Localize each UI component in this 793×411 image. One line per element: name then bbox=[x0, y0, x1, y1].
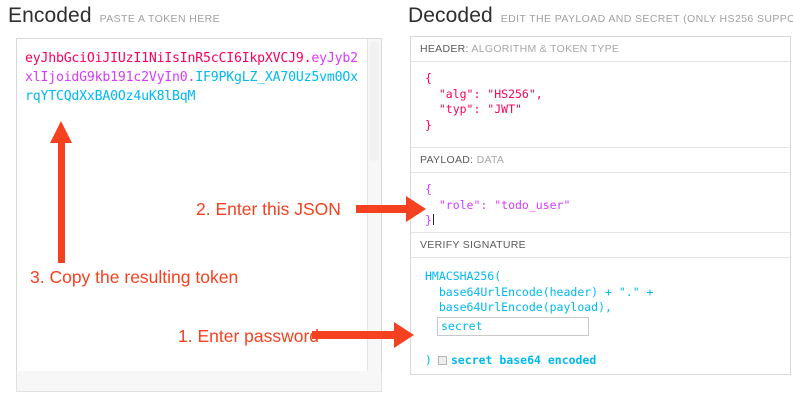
hmac-line-1: HMACSHA256( bbox=[425, 269, 502, 283]
text-caret bbox=[432, 214, 434, 225]
encoded-token-text[interactable]: eyJhbGciOiJIUzI1NiIsInR5cCI6IkpXVCJ9.eyJ… bbox=[25, 49, 359, 106]
annotation-3-text: 3. Copy the resulting token bbox=[30, 267, 239, 287]
token-separator-1: . bbox=[303, 51, 312, 66]
signature-label-bold: VERIFY SIGNATURE bbox=[420, 239, 526, 251]
header-section: HEADER: ALGORITHM & TOKEN TYPE { "alg": … bbox=[411, 37, 790, 148]
header-section-label: HEADER: ALGORITHM & TOKEN TYPE bbox=[411, 37, 790, 62]
signature-section: VERIFY SIGNATURE HMACSHA256( base64UrlEn… bbox=[411, 233, 790, 374]
close-paren: ) bbox=[425, 353, 432, 367]
scrollbar-thumb[interactable] bbox=[370, 41, 379, 161]
annotation-3-arrow-shaft bbox=[58, 140, 65, 263]
payload-json-text: { "role": "todo_user" } bbox=[425, 182, 571, 227]
header-json-editor[interactable]: { "alg": "HS256", "typ": "JWT" } bbox=[411, 62, 790, 148]
header-label-dim: ALGORITHM & TOKEN TYPE bbox=[468, 43, 620, 55]
signature-section-label: VERIFY SIGNATURE bbox=[411, 233, 790, 258]
base64-encoded-label[interactable]: secret base64 encoded bbox=[450, 353, 597, 367]
decoded-column-header: Decoded EDIT THE PAYLOAD AND SECRET (ONL… bbox=[408, 4, 793, 28]
annotation-2-arrow-head-icon bbox=[406, 196, 426, 222]
encoded-panel-footer bbox=[16, 371, 382, 392]
encoded-panel-scrollbar[interactable] bbox=[367, 39, 381, 391]
annotation-3-arrow-head-icon bbox=[50, 121, 72, 143]
payload-label-dim: DATA bbox=[473, 154, 505, 166]
header-label-bold: HEADER: bbox=[420, 43, 469, 55]
decoded-subtitle: EDIT THE PAYLOAD AND SECRET (ONLY HS256 … bbox=[500, 13, 793, 25]
payload-label-bold: PAYLOAD: bbox=[420, 154, 474, 166]
annotation-1-arrow-head-icon bbox=[394, 322, 414, 348]
decoded-title: Decoded bbox=[408, 4, 493, 27]
token-payload-segment: eyJyb2xlIjoidG9kb191c2VyIn0 bbox=[25, 51, 358, 85]
token-header-segment: eyJhbGciOiJIUzI1NiIsInR5cCI6IkpXVCJ9 bbox=[25, 51, 304, 66]
encoded-token-panel[interactable]: eyJhbGciOiJIUzI1NiIsInR5cCI6IkpXVCJ9.eyJ… bbox=[16, 38, 382, 392]
hmac-line-3: base64UrlEncode(payload), bbox=[425, 300, 612, 314]
payload-json-editor[interactable]: { "role": "todo_user" } bbox=[411, 173, 790, 233]
encoded-column-header: Encoded PASTE A TOKEN HERE bbox=[8, 4, 220, 28]
signature-verifier: HMACSHA256( base64UrlEncode(header) + ".… bbox=[411, 258, 790, 374]
annotation-1-arrow-shaft bbox=[312, 331, 396, 339]
annotation-1-text: 1. Enter password bbox=[178, 326, 320, 346]
encoded-title: Encoded bbox=[8, 4, 92, 27]
payload-section: PAYLOAD: DATA { "role": "todo_user" } bbox=[411, 148, 790, 233]
decoded-panel: HEADER: ALGORITHM & TOKEN TYPE { "alg": … bbox=[410, 36, 791, 375]
annotation-2-arrow-shaft bbox=[356, 205, 408, 213]
payload-section-label: PAYLOAD: DATA bbox=[411, 148, 790, 173]
token-signature-segment: IF9PKgLZ_XA70Uz5vm0OxrqYTCQdXxBA0Oz4uK8l… bbox=[25, 70, 358, 104]
secret-input[interactable] bbox=[437, 316, 589, 336]
signature-close-row: ) secret base64 encoded bbox=[425, 353, 790, 369]
hmac-line-2: base64UrlEncode(header) + "." + bbox=[425, 284, 654, 299]
annotation-2-text: 2. Enter this JSON bbox=[196, 199, 341, 219]
token-separator-2: . bbox=[187, 70, 196, 85]
encoded-subtitle: PASTE A TOKEN HERE bbox=[99, 13, 221, 25]
base64-encoded-checkbox[interactable] bbox=[437, 356, 447, 366]
